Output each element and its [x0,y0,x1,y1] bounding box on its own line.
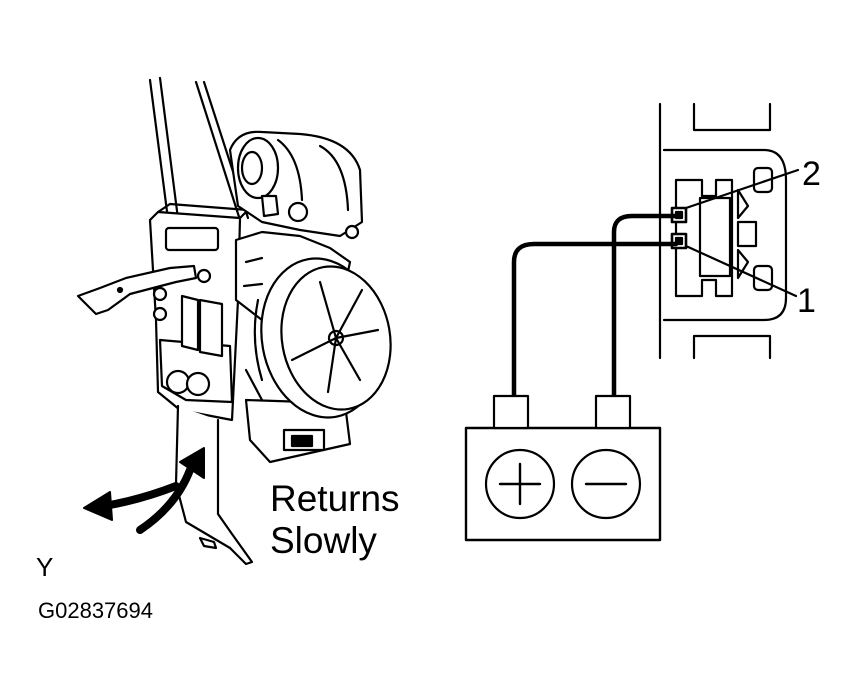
connector-icon [658,102,788,360]
lever-icon [76,264,198,316]
motor-icon [253,257,392,419]
rotation-arrow-icon [83,447,205,534]
returns-label-line2: Slowly [270,520,377,561]
pin-leader-lines [684,168,800,298]
corner-letter: Y [36,552,54,582]
battery-icon [464,394,662,542]
figure-code: G02837694 [38,598,153,623]
returns-slowly-label: Returns Slowly [270,478,400,562]
test-leads [511,213,679,399]
pin-1-label: 1 [797,282,816,320]
recliner-mechanism-icon [148,130,364,464]
pin-2-label: 2 [802,155,821,193]
returns-label-line1: Returns [270,478,400,519]
